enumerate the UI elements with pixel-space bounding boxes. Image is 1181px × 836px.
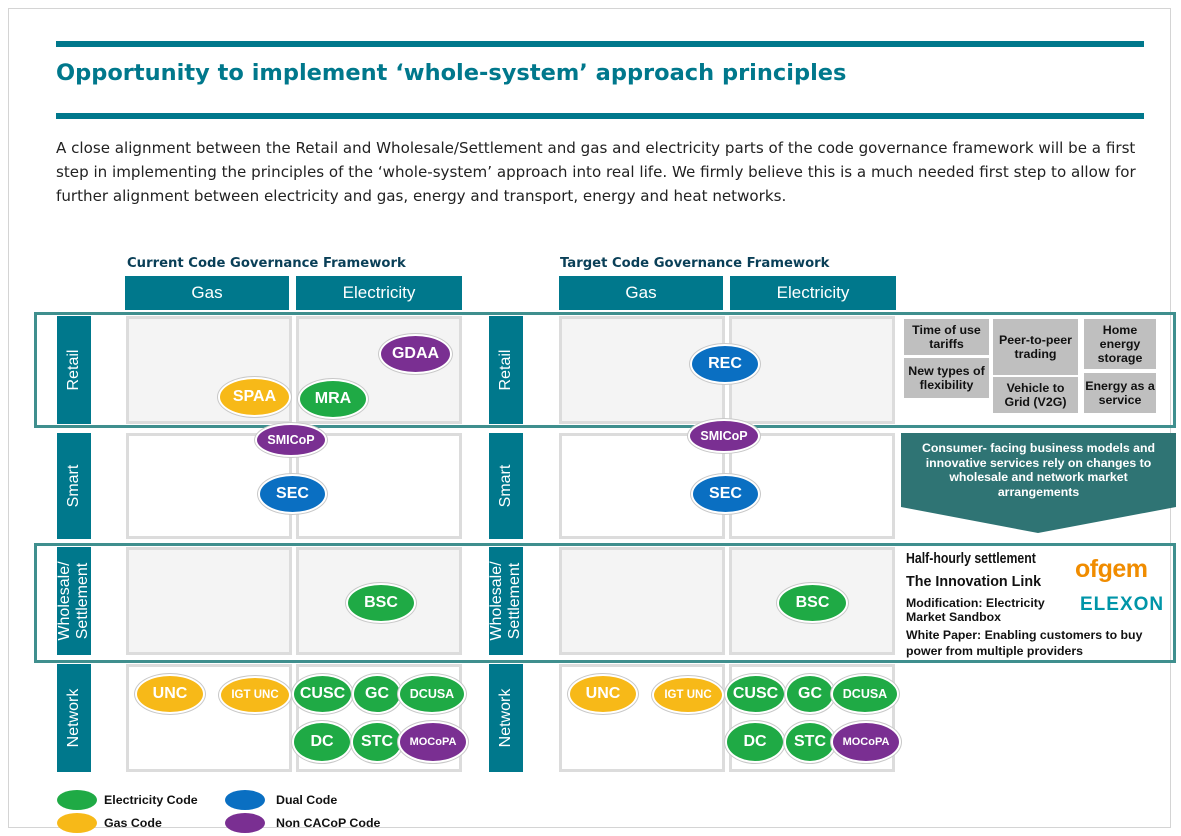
- cell-target-gas-wholesale: [559, 547, 725, 655]
- row-label-wholesale-current: Wholesale/ Settlement: [56, 547, 91, 655]
- legend-gas-swatch: [57, 813, 97, 833]
- code-bsc-target: BSC: [777, 583, 848, 623]
- slide-frame: [8, 8, 1171, 828]
- code-sec: SEC: [258, 474, 327, 514]
- current-electricity-header: Electricity: [296, 276, 462, 310]
- code-cusc: CUSC: [292, 674, 353, 714]
- code-unc-target: UNC: [568, 674, 638, 714]
- code-igt-unc-target: IGT UNC: [652, 676, 724, 714]
- code-bsc: BSC: [346, 583, 416, 623]
- innovation-v2g: Vehicle to Grid (V2G): [993, 377, 1078, 413]
- callout-arrow-shape: [901, 433, 1176, 533]
- innovation-time-of-use: Time of use tariffs: [904, 319, 989, 355]
- title-rule: [56, 113, 1144, 119]
- code-dcusa: DCUSA: [398, 674, 466, 714]
- innovation-peer-to-peer: Peer-to-peer trading: [993, 319, 1078, 375]
- row-label-smart-current: Smart: [57, 433, 91, 539]
- news-market-sandbox: Modification: Electricity Market Sandbox: [906, 596, 1045, 624]
- row-label-wholesale-target: Wholesale/ Settlement: [488, 547, 523, 655]
- code-gdaa: GDAA: [379, 334, 452, 374]
- innovation-energy-as-service: Energy as a service: [1084, 373, 1156, 413]
- top-rule: [56, 41, 1144, 47]
- code-unc: UNC: [135, 674, 205, 714]
- code-smicop-target: SMICoP: [688, 419, 760, 453]
- code-mocopa-target: MOCoPA: [831, 721, 901, 763]
- target-electricity-header: Electricity: [730, 276, 896, 310]
- legend-electricity-swatch: [57, 790, 97, 810]
- callout-text: Consumer- facing business models and inn…: [921, 441, 1155, 499]
- code-dcusa-target: DCUSA: [831, 674, 899, 714]
- code-igt-unc: IGT UNC: [219, 676, 291, 714]
- code-mra: MRA: [298, 379, 368, 419]
- code-dc-target: DC: [725, 721, 785, 763]
- legend-gas-label: Gas Code: [104, 816, 162, 830]
- page-title: Opportunity to implement ‘whole-system’ …: [56, 60, 847, 86]
- code-mocopa: MOCoPA: [398, 721, 468, 763]
- wholesale-highlight-band: [34, 543, 1176, 663]
- code-dc: DC: [292, 721, 352, 763]
- legend-dual-label: Dual Code: [276, 793, 338, 807]
- legend-dual-swatch: [225, 790, 265, 810]
- code-stc: STC: [351, 721, 403, 763]
- news-innovation-link: The Innovation Link: [906, 574, 1042, 590]
- row-label-retail-target: Retail: [489, 316, 523, 424]
- target-gas-header: Gas: [559, 276, 723, 310]
- code-stc-target: STC: [784, 721, 836, 763]
- legend-non-cacop-label: Non CACoP Code: [276, 816, 381, 830]
- news-half-hourly: Half-hourly settlement: [906, 550, 1036, 567]
- row-label-network-target: Network: [489, 664, 523, 772]
- row-label-retail-current: Retail: [57, 316, 91, 424]
- ofgem-logo: ofgem: [1075, 555, 1148, 583]
- innovation-flexibility: New types of flexibility: [904, 358, 989, 398]
- news-white-paper: White Paper: Enabling customers to buy p…: [906, 628, 1143, 658]
- elexon-logo: ELEXON: [1080, 594, 1165, 615]
- target-framework-title: Target Code Governance Framework: [560, 256, 830, 271]
- intro-paragraph: A close alignment between the Retail and…: [56, 139, 1136, 205]
- current-framework-title: Current Code Governance Framework: [127, 256, 406, 271]
- code-gc: GC: [352, 674, 402, 714]
- code-sec-target: SEC: [691, 474, 760, 514]
- legend-non-cacop-swatch: [225, 813, 265, 833]
- current-gas-header: Gas: [125, 276, 289, 310]
- row-label-smart-target: Smart: [489, 433, 523, 539]
- retail-highlight-band: [34, 312, 1176, 428]
- legend-electricity-label: Electricity Code: [104, 793, 198, 807]
- innovation-home-storage: Home energy storage: [1084, 319, 1156, 369]
- code-spaa: SPAA: [218, 377, 291, 417]
- code-gc-target: GC: [785, 674, 835, 714]
- code-cusc-target: CUSC: [725, 674, 786, 714]
- row-label-network-current: Network: [57, 664, 91, 772]
- code-rec: REC: [690, 344, 760, 384]
- cell-current-gas-wholesale: [126, 547, 292, 655]
- code-smicop: SMICoP: [255, 423, 327, 457]
